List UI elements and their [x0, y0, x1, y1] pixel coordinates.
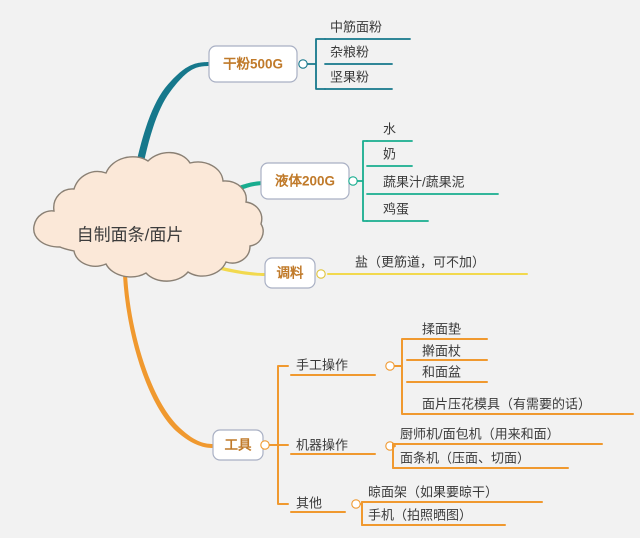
dry-powder-leaf-lines: [324, 38, 411, 90]
group-machine-operation[interactable]: 机器操作 厨师机/面包机（用来和面） 面条机（压面、切面）: [290, 426, 603, 469]
branch-liquid[interactable]: 液体200G 水 奶 蔬果汁/蔬果泥 鸡蛋: [260, 121, 499, 222]
branch-seasoning[interactable]: 调料 盐（更筋道，可不加）: [264, 254, 528, 289]
leaf-label: 鸡蛋: [383, 201, 409, 216]
leaf-label: 揉面垫: [422, 321, 461, 336]
dry-powder-label: 干粉500G: [223, 56, 283, 72]
other-leaf-lines: [361, 501, 543, 526]
leaf-label: 中筋面粉: [330, 19, 382, 34]
leaf-label: 厨师机/面包机（用来和面）: [400, 426, 560, 441]
other-bracket: [360, 501, 363, 526]
group-other[interactable]: 其他 晾面架（如果要晾干） 手机（拍照晒图）: [290, 484, 543, 526]
manual-bracket: [394, 338, 408, 415]
manual-collapse-toggle[interactable]: [385, 361, 395, 371]
branch-dry-powder[interactable]: 干粉500G 中筋面粉 杂粮粉 坚果粉: [208, 19, 411, 90]
leaf-label: 面条机（压面、切面）: [400, 450, 530, 465]
leaf-label: 面片压花模具（有需要的话）: [422, 396, 591, 411]
machine-leaf-lines: [392, 443, 603, 469]
leaf-label: 蔬果汁/蔬果泥: [383, 174, 465, 189]
leaf-label: 奶: [383, 146, 396, 161]
seasoning-label: 调料: [277, 265, 304, 281]
root-label: 自制面条/面片: [77, 225, 184, 244]
root-node[interactable]: 自制面条/面片: [33, 151, 264, 282]
group-manual-operation[interactable]: 手工操作 揉面垫 擀面杖 和面盆 面片压花模具（有需要的话）: [290, 321, 634, 415]
seasoning-collapse-toggle[interactable]: [316, 269, 326, 279]
manual-leaf-lines: [406, 338, 634, 415]
liquid-label: 液体200G: [275, 173, 335, 189]
other-collapse-toggle[interactable]: [351, 499, 361, 509]
machine-bracket: [392, 443, 396, 469]
group-label: 其他: [296, 495, 322, 510]
dry-powder-collapse-toggle[interactable]: [298, 59, 308, 69]
group-label: 手工操作: [296, 357, 348, 372]
dry-powder-box[interactable]: [208, 45, 298, 83]
leaf-label: 晾面架（如果要晾干）: [368, 484, 498, 499]
liquid-leaf-lines: [366, 140, 499, 222]
leaf-label: 盐（更筋道，可不加）: [355, 254, 485, 269]
branch-tools[interactable]: 工具 手工操作 揉面垫 擀面杖 和面盆 面片压花模具（有需要的话） 机器操作: [212, 321, 634, 526]
link-root-to-tools: [123, 274, 213, 448]
tools-spine: [264, 365, 289, 505]
leaf-label: 水: [383, 121, 396, 136]
tools-collapse-toggle[interactable]: [260, 440, 270, 450]
leaf-label: 坚果粉: [330, 69, 369, 84]
leaf-label: 和面盆: [422, 364, 461, 379]
group-label: 机器操作: [296, 437, 348, 452]
root-cloud-shape: [33, 151, 264, 282]
tools-label: 工具: [225, 438, 252, 453]
leaf-label: 擀面杖: [422, 343, 461, 358]
leaf-label: 手机（拍照晒图）: [368, 507, 472, 522]
seasoning-box[interactable]: [264, 257, 316, 289]
leaf-label: 杂粮粉: [330, 44, 369, 59]
liquid-collapse-toggle[interactable]: [348, 176, 358, 186]
